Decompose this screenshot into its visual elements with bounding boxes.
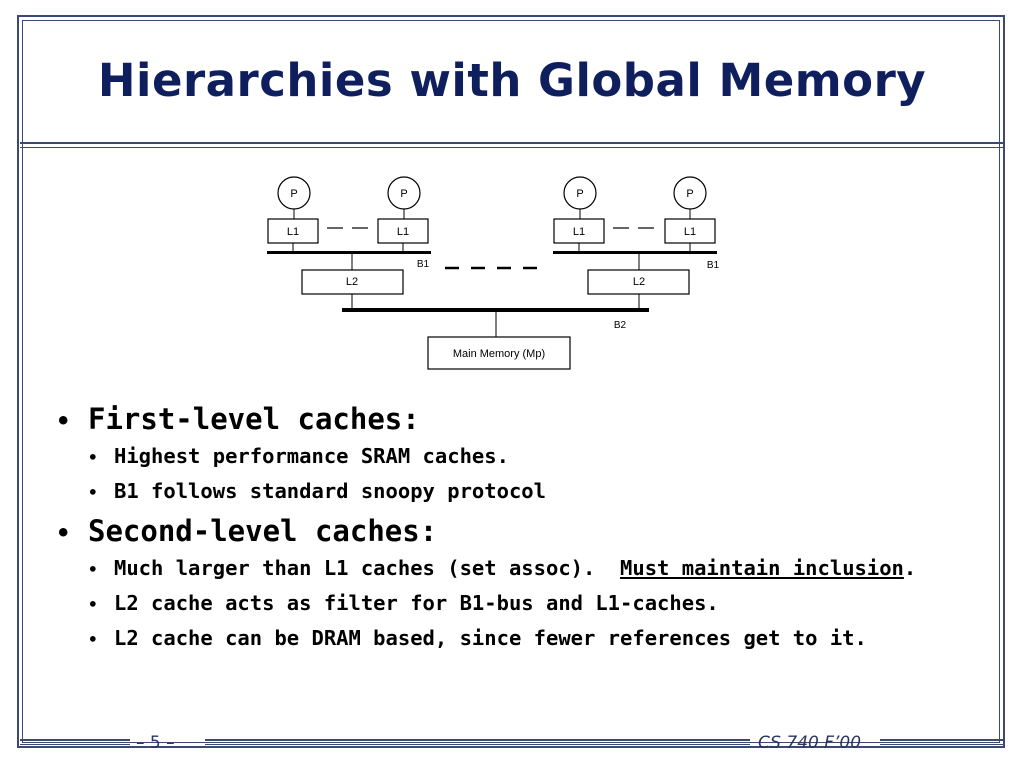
bullet-list: • First-level caches: • Highest performa… — [56, 402, 996, 661]
bullet-dot-icon: • — [56, 407, 71, 435]
main-memory-box — [427, 336, 571, 370]
bus-b1-label: B1 — [707, 260, 720, 271]
bus-b2-label: B2 — [614, 320, 627, 331]
footer-rule — [205, 744, 750, 745]
l1-cache-box — [377, 218, 429, 244]
l2-cache-label: L2 — [346, 276, 358, 288]
bullet-level2: • L2 cache acts as filter for B1-bus and… — [88, 591, 996, 615]
bullet-text-lead: Much larger than L1 caches (set assoc). — [114, 556, 621, 580]
bus-b1-label: B1 — [417, 259, 430, 270]
page-number: – 5 – — [136, 733, 175, 753]
bullet-text: L2 cache acts as filter for B1-bus and L… — [114, 591, 719, 615]
bullet-text: L2 cache can be DRAM based, since fewer … — [114, 626, 867, 650]
bus-b1 — [553, 251, 717, 254]
left-cluster: P P L1 L1 B1 L2 — [267, 176, 431, 309]
title-divider — [20, 142, 1004, 144]
bullet-level2: • B1 follows standard snoopy protocol — [88, 479, 996, 503]
processor-label: P — [400, 188, 407, 200]
title-divider-thin — [20, 147, 1004, 148]
processor-label: P — [290, 188, 297, 200]
slide-frame-inner — [22, 20, 1000, 743]
footer-rule — [880, 739, 1004, 741]
l1-cache-box — [553, 218, 605, 244]
footer-rule — [20, 739, 130, 741]
processor-label: P — [576, 188, 583, 200]
bullet-dot-icon: • — [88, 483, 98, 502]
bullet-dot-icon: • — [88, 560, 98, 579]
slide-frame-outer — [17, 15, 1005, 748]
l1-cache-box — [664, 218, 716, 244]
l2-cache-label: L2 — [633, 276, 645, 288]
bullet-text-tail: . — [903, 556, 917, 580]
bus-b1 — [267, 251, 431, 254]
l1-cache-label: L1 — [684, 226, 696, 238]
bullet-level2: • L2 cache can be DRAM based, since fewe… — [88, 626, 996, 650]
bullet-text: Second-level caches: — [88, 514, 438, 548]
bullet-level1: • Second-level caches: — [56, 514, 996, 548]
l1-cache-box — [267, 218, 319, 244]
l2-cache-box — [587, 269, 690, 295]
right-cluster: P P L1 L1 B1 L2 — [553, 176, 720, 309]
l2-cache-box — [301, 269, 404, 295]
bullet-text: First-level caches: — [88, 402, 420, 436]
bullet-dot-icon: • — [88, 595, 98, 614]
l1-cache-label: L1 — [397, 226, 409, 238]
bullet-dot-icon: • — [88, 630, 98, 649]
bus-b2 — [342, 308, 649, 312]
slide-title: Hierarchies with Global Memory — [97, 54, 927, 107]
bullet-level2: • Much larger than L1 caches (set assoc)… — [88, 556, 996, 580]
course-label: CS 740 F’00 — [758, 733, 862, 753]
processor-label: P — [686, 188, 693, 200]
footer-rule — [880, 744, 1004, 745]
bullet-emphasis: Must maintain inclusion — [620, 556, 904, 580]
bullet-text: B1 follows standard snoopy protocol — [114, 479, 546, 503]
bullet-dot-icon: • — [56, 519, 71, 547]
footer-rule — [205, 739, 750, 741]
l1-cache-label: L1 — [287, 226, 299, 238]
bullet-text: Much larger than L1 caches (set assoc). … — [114, 556, 916, 580]
bullet-level2: • Highest performance SRAM caches. — [88, 444, 996, 468]
bullet-text: Highest performance SRAM caches. — [114, 444, 509, 468]
main-memory-label: Main Memory (Mp) — [453, 348, 545, 360]
bullet-dot-icon: • — [88, 448, 98, 467]
l1-cache-label: L1 — [573, 226, 585, 238]
footer-rule — [20, 744, 130, 745]
bullet-level1: • First-level caches: — [56, 402, 996, 436]
